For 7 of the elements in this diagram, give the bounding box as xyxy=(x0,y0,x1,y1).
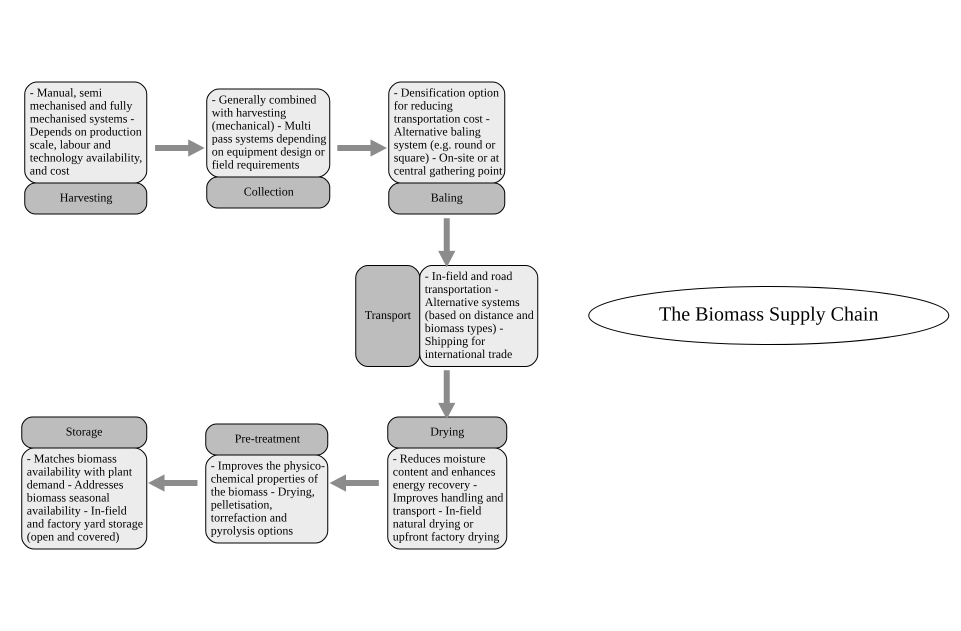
node-ellipse: The Biomass Supply Chain xyxy=(588,286,949,345)
arrow xyxy=(148,474,197,492)
arrow xyxy=(336,139,386,157)
arrow xyxy=(438,370,455,420)
arrow xyxy=(154,139,204,157)
arrow xyxy=(438,218,455,268)
arrow xyxy=(329,474,378,492)
